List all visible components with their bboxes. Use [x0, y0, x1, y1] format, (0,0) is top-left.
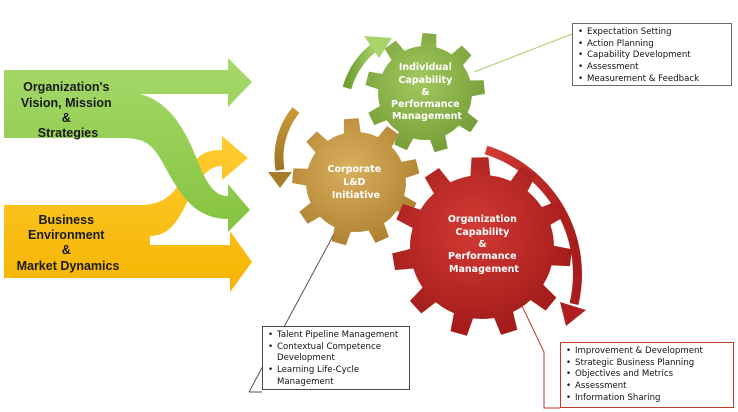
organization-gear — [392, 157, 572, 336]
organization-callout-box: Improvement & Development Strategic Busi… — [560, 342, 734, 408]
list-item: Learning Life-Cycle Management — [268, 365, 403, 388]
driver-bottom-label: Business Environment & Market Dynamics — [17, 213, 120, 273]
list-item: Talent Pipeline Management — [268, 330, 403, 342]
list-item: Improvement & Development — [566, 346, 727, 358]
corporate-gear — [292, 118, 420, 246]
individual-gear — [365, 33, 485, 153]
individual-gear-label: Individual Capability & Performance Mana… — [391, 62, 463, 122]
list-item: Action Planning — [578, 39, 725, 51]
organization-gear-label: Organization Capability & Performance Ma… — [448, 214, 520, 275]
list-item: Expectation Setting — [578, 27, 725, 39]
list-item: Measurement & Feedback — [578, 74, 725, 86]
list-item: Assessment — [566, 381, 727, 393]
cycle-arrow-green — [342, 36, 392, 90]
list-item: Capability Development — [578, 50, 725, 62]
list-item: Objectives and Metrics — [566, 369, 727, 381]
driver-top-label: Organization's Vision, Mission & Strateg… — [21, 80, 115, 140]
corporate-callout-box: Talent Pipeline Management Contextual Co… — [262, 326, 410, 390]
list-item: Information Sharing — [566, 393, 727, 405]
list-item: Strategic Business Planning — [566, 358, 727, 370]
list-item: Assessment — [578, 62, 725, 74]
connector-individual — [473, 33, 573, 73]
cycle-arrow-gold — [268, 107, 300, 188]
connector-organization — [521, 305, 560, 409]
green-driver-arrows — [4, 58, 252, 232]
list-item: Contextual Competence Development — [268, 342, 403, 365]
individual-callout-box: Expectation Setting Action Planning Capa… — [572, 23, 732, 86]
corporate-gear-label: Corporate L&D Initiative — [328, 164, 385, 201]
